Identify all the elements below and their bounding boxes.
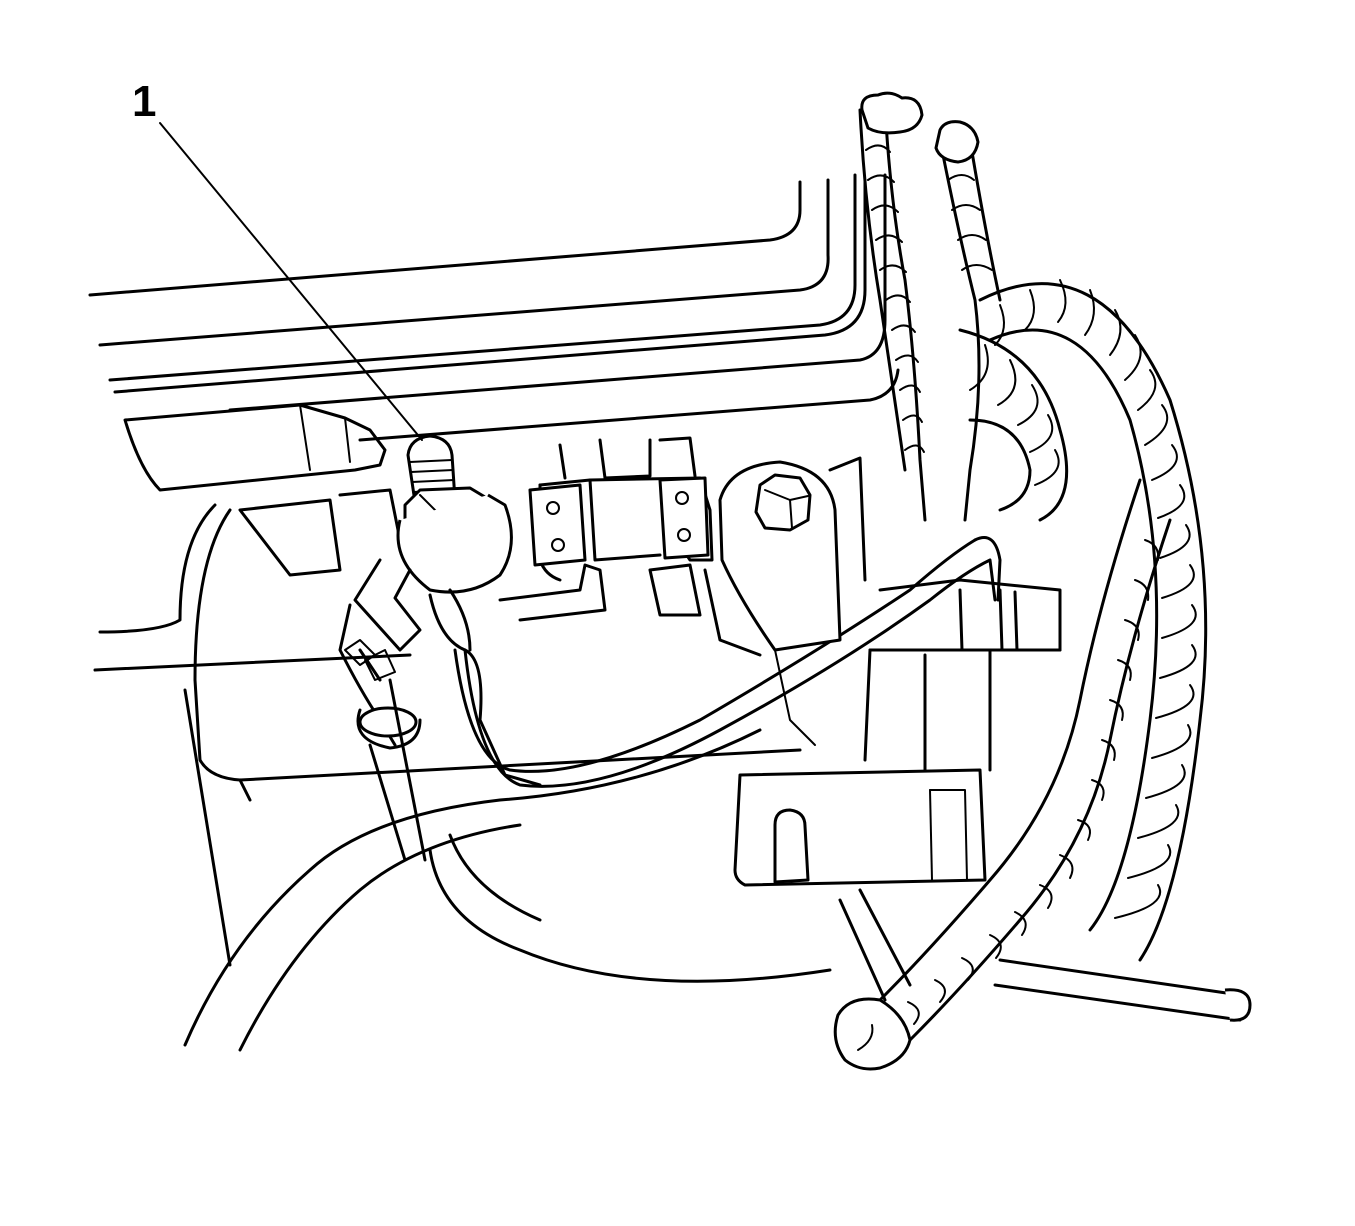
ground-strap [338,558,542,787]
lower-right-cable [838,888,1252,1022]
spiral-conduit-right [978,279,1208,962]
callout-leader-line [159,122,423,441]
mount-plate [733,768,987,887]
terminal-stud [396,434,513,594]
connector-block [828,456,1062,772]
main-cable [183,728,832,1052]
upper-housing [88,173,900,442]
spiral-conduit-middle [958,328,1069,522]
callout-label-1: 1 [132,77,157,126]
left-bracket [123,403,402,577]
module-body [93,503,802,967]
spiral-conduit-lower [833,478,1172,1071]
spiral-conduit-upper [858,91,1002,522]
fuse-block [498,436,714,622]
bolt-arm [703,460,842,746]
cable-clip-left [344,639,427,862]
